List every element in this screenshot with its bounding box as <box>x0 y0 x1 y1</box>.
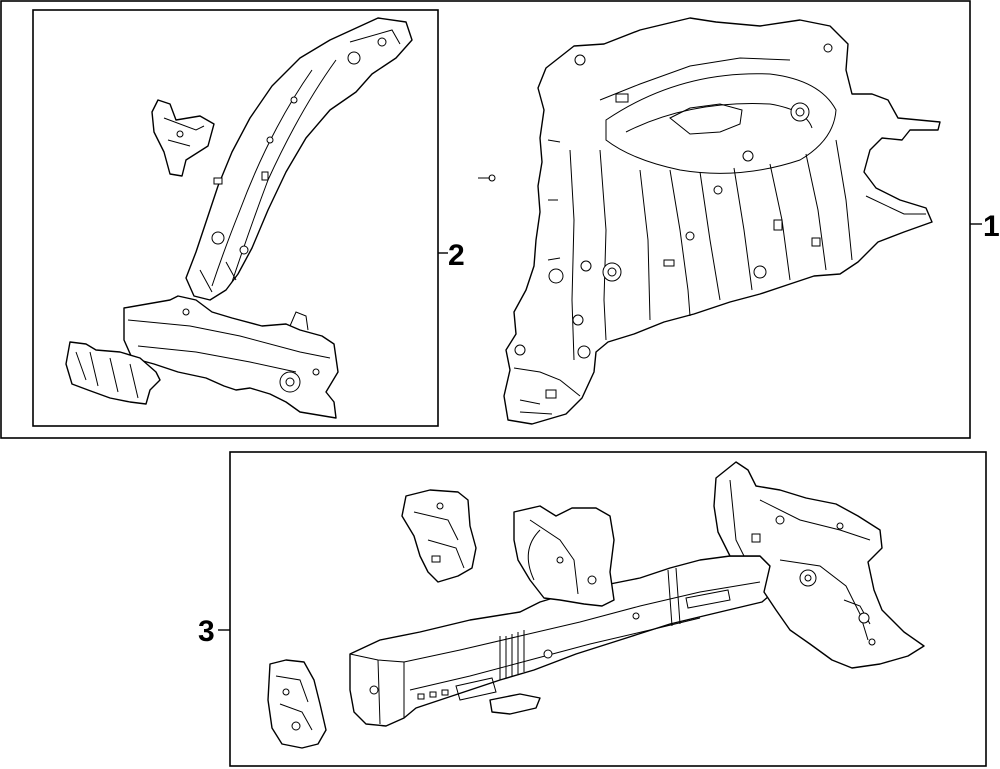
part-2-pillar-assembly <box>65 17 413 419</box>
callout-2: 2 <box>448 239 465 272</box>
callout-1: 1 <box>983 210 1000 243</box>
part-3-side-member-assembly <box>267 461 925 749</box>
part-1-wheelhouse-assembly <box>478 17 941 425</box>
group-frame-part-3 <box>229 451 987 767</box>
group-frame-part-2 <box>32 9 439 427</box>
group-frame-top <box>0 0 971 439</box>
callout-3: 3 <box>198 615 215 648</box>
